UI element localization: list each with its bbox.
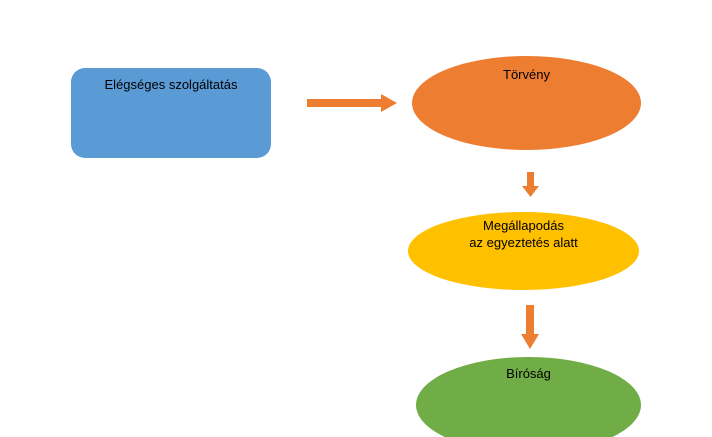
arrow-shaft <box>527 172 534 187</box>
arrow-service-to-law <box>307 94 397 112</box>
node-agreement: Megállapodás az egyeztetés alatt <box>408 212 639 290</box>
node-court-line: Bíróság <box>506 366 551 381</box>
node-law-label: Törvény <box>412 66 641 83</box>
node-court: Bíróság <box>416 357 641 437</box>
node-agreement-label: Megállapodás az egyeztetés alatt <box>408 217 639 251</box>
node-law-line: Törvény <box>503 67 550 82</box>
node-law: Törvény <box>412 56 641 150</box>
arrow-shaft <box>526 305 534 335</box>
node-service-line: Elégséges szolgáltatás <box>104 77 238 92</box>
node-agreement-line-2: az egyeztetés alatt <box>469 235 578 250</box>
arrow-shaft <box>307 99 382 107</box>
arrow-head <box>381 94 397 112</box>
arrow-head <box>522 186 539 197</box>
node-court-label: Bíróság <box>416 365 641 382</box>
arrow-law-to-agreement <box>522 172 539 197</box>
arrow-head <box>521 334 539 349</box>
node-service-label: Elégséges szolgáltatás <box>71 76 271 93</box>
arrow-agreement-to-court <box>521 305 539 349</box>
node-service: Elégséges szolgáltatás <box>71 68 271 158</box>
node-agreement-line-1: Megállapodás <box>483 218 564 233</box>
